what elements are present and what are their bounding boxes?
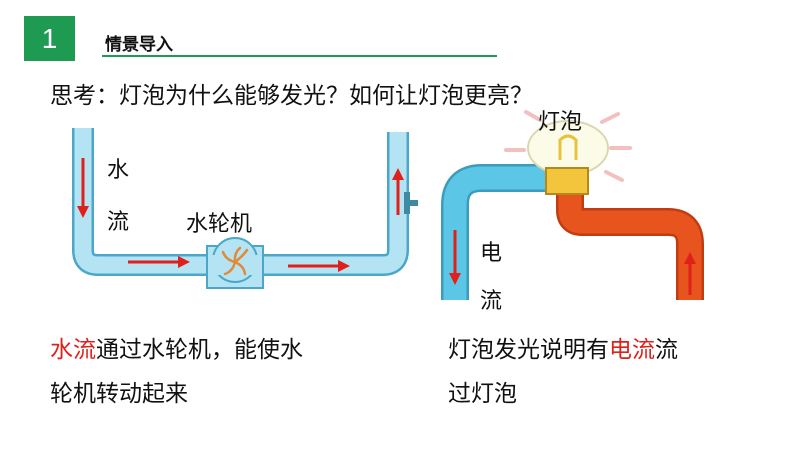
valve bbox=[404, 192, 418, 214]
right-caption-before: 灯泡发光说明有 bbox=[448, 337, 609, 363]
water-flow-label-1: 水 bbox=[107, 158, 130, 183]
glow-rays bbox=[504, 110, 632, 182]
right-caption-after: 流 bbox=[655, 337, 678, 363]
water-pipe-diagram bbox=[72, 128, 418, 289]
left-caption-rest: 通过水轮机，能使水 bbox=[96, 337, 303, 363]
current-label-1: 电 bbox=[480, 241, 503, 266]
water-flow-label-2: 流 bbox=[107, 210, 130, 235]
bulb-circuit-diagram bbox=[441, 110, 704, 300]
turbine-blades-icon bbox=[221, 246, 249, 276]
turbine-label: 水轮机 bbox=[186, 212, 253, 237]
light-bulb-icon bbox=[527, 120, 609, 195]
water-flow-arrows bbox=[77, 158, 404, 272]
wire-left bbox=[441, 164, 550, 300]
wire-right bbox=[556, 192, 704, 300]
current-arrows bbox=[449, 230, 696, 295]
section-number-badge: 1 bbox=[24, 16, 75, 61]
section-title: 情景导入 bbox=[105, 35, 173, 55]
left-caption-line1: 水流通过水轮机，能使水 bbox=[50, 337, 303, 365]
right-caption-line1: 灯泡发光说明有电流流 bbox=[448, 337, 678, 365]
left-caption-highlight: 水流 bbox=[50, 337, 96, 363]
left-caption-line2: 轮机转动起来 bbox=[50, 381, 188, 407]
turbine bbox=[206, 237, 264, 289]
current-label-2: 流 bbox=[480, 289, 503, 314]
right-caption-line2: 过灯泡 bbox=[448, 381, 517, 407]
question-text: 思考：灯泡为什么能够发光？如何让灯泡更亮？ bbox=[50, 83, 533, 109]
right-caption-highlight: 电流 bbox=[609, 337, 655, 363]
bulb-label: 灯泡 bbox=[538, 110, 583, 135]
title-underline bbox=[102, 55, 497, 57]
